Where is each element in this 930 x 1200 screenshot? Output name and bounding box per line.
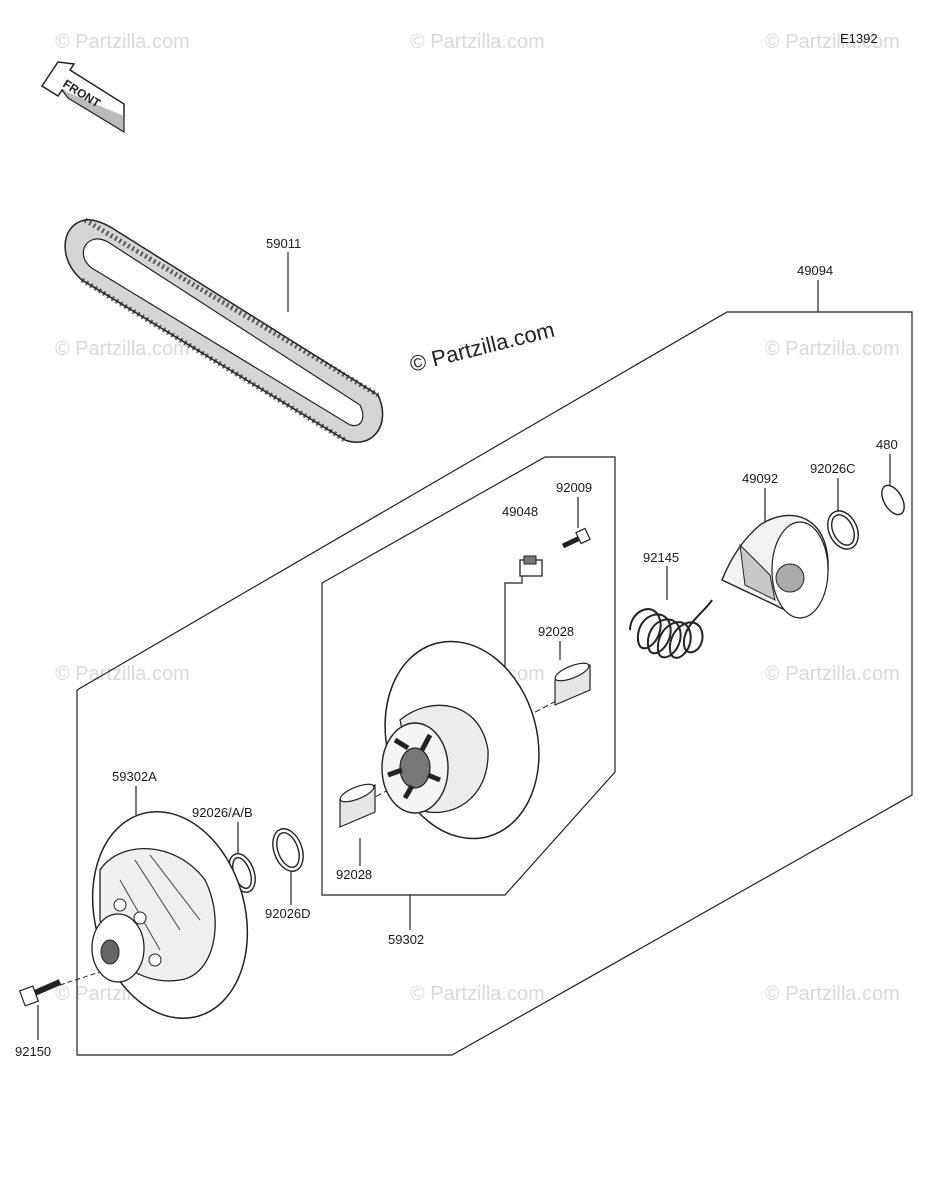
part-label-92150: 92150	[15, 1044, 51, 1059]
front-arrow-icon: FRONT	[40, 61, 125, 134]
spring	[629, 599, 713, 659]
weight	[519, 555, 543, 577]
subassembly-outline	[321, 456, 616, 896]
watermark: © Partzilla.com	[765, 663, 900, 685]
watermark: © Partzilla.com	[765, 983, 900, 1005]
part-label-49092: 49092	[742, 471, 778, 486]
watermark-main: © Partzilla.com	[407, 317, 557, 377]
part-label-59302: 59302	[388, 932, 424, 947]
part-labels: 59011 49094 480 92026C 49092 92009 49048…	[15, 236, 898, 1059]
part-label-49094: 49094	[797, 263, 833, 278]
assembly-outline	[76, 311, 913, 1056]
watermark: © Partzilla.com	[765, 31, 900, 53]
retaining-ring	[881, 484, 905, 516]
bolt	[18, 979, 62, 1007]
bushing	[339, 783, 376, 828]
washer-inner	[830, 514, 856, 546]
part-label-92026-a-b: 92026/A/B	[192, 805, 253, 820]
fixed-sheave	[91, 810, 249, 1020]
shim-inner	[276, 832, 300, 868]
part-label-480: 480	[876, 437, 898, 452]
screw	[561, 527, 591, 549]
watermark: © Partzilla.com	[55, 338, 190, 360]
part-label-92028: 92028	[538, 624, 574, 639]
watermark: © Partzilla.com	[410, 31, 545, 53]
part-label-92145: 92145	[643, 550, 679, 565]
part-label-49048: 49048	[502, 504, 538, 519]
drive-belt	[64, 217, 384, 443]
part-label-92026d: 92026D	[265, 906, 311, 921]
part-label-92009: 92009	[556, 480, 592, 495]
watermark: © Partzilla.com	[410, 983, 545, 1005]
cam	[721, 514, 829, 619]
part-label-59302a: 59302A	[112, 769, 157, 784]
watermark: © Partzilla.com	[55, 31, 190, 53]
movable-sheave	[381, 640, 540, 840]
part-label-59011: 59011	[266, 236, 301, 251]
diagram-code: E1392	[840, 31, 878, 46]
watermark: © Partzilla.com	[765, 338, 900, 360]
bushing	[554, 662, 591, 706]
watermark: © Partzilla.com	[55, 663, 190, 685]
part-label-92026c: 92026C	[810, 461, 856, 476]
part-label-92028: 92028	[336, 867, 372, 882]
